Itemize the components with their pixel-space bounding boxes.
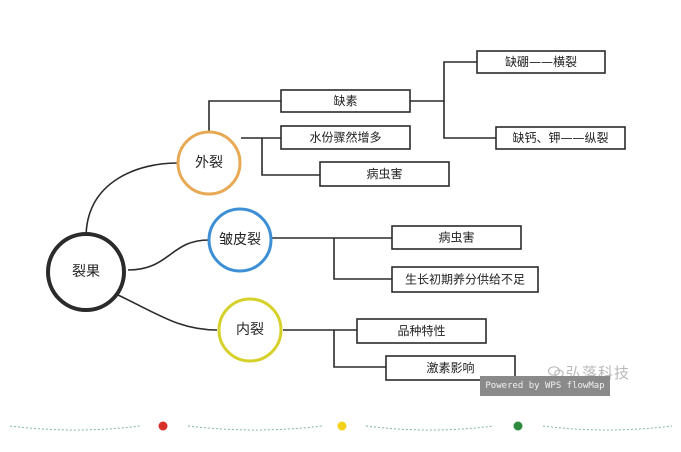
box-quepeng[interactable]: 缺硼——横裂 <box>476 50 606 74</box>
root-label: 裂果 <box>72 264 100 280</box>
box-label-jisu: 激素影响 <box>426 360 474 375</box>
root-node[interactable]: 裂果 <box>46 232 126 312</box>
box-jisu[interactable]: 激素影响 <box>385 355 516 381</box>
divider-dash-2 <box>187 425 323 431</box>
divider-dot-green <box>513 421 523 431</box>
box-label-bingchonghai-2: 病虫害 <box>438 230 474 245</box>
box-label-pinzhong: 品种特性 <box>397 323 445 338</box>
connector-waili-quesu <box>208 100 281 131</box>
connector-quesu-quegai <box>443 101 496 139</box>
box-shuifen[interactable]: 水份骤然增多 <box>280 125 411 150</box>
box-quegai[interactable]: 缺钙、钾——纵裂 <box>495 126 626 150</box>
divider-dash-1 <box>9 425 141 431</box>
powered-by-badge: Powered by WPS flowMap <box>480 376 610 396</box>
connector-root-waili <box>85 162 178 239</box>
connector-neilie-jisu <box>333 330 386 368</box>
box-quesu[interactable]: 缺素 <box>280 89 411 113</box>
box-label-quegai: 缺钙、钾——纵裂 <box>512 130 608 145</box>
connector-zhoupilie-yangfen <box>333 238 392 280</box>
box-label-yangfen: 生长初期养分供给不足 <box>405 272 525 287</box>
connector-root-zhoupilie <box>127 239 210 271</box>
branch-label-zhoupilie: 皱皮裂 <box>219 232 261 248</box>
connector-root-neilie <box>117 294 218 331</box>
box-label-quesu: 缺素 <box>333 93 357 108</box>
branch-label-waili: 外裂 <box>195 155 223 171</box>
connector-quesu-quepeng <box>443 61 477 101</box>
divider-dot-red <box>158 421 168 431</box>
branch-node-neilie[interactable]: 内裂 <box>217 297 283 363</box>
box-label-bingchonghai-1: 病虫害 <box>366 166 402 181</box>
box-yangfen[interactable]: 生长初期养分供给不足 <box>391 266 539 293</box>
box-pinzhong[interactable]: 品种特性 <box>356 318 487 344</box>
connector-waili-bingchonghai <box>261 138 320 176</box>
branch-node-waili[interactable]: 外裂 <box>176 130 242 196</box>
box-bingchonghai-2[interactable]: 病虫害 <box>391 225 522 250</box>
box-bingchonghai-1[interactable]: 病虫害 <box>319 161 450 187</box>
branch-label-neilie: 内裂 <box>236 322 264 338</box>
branch-node-zhoupilie[interactable]: 皱皮裂 <box>207 207 273 273</box>
box-label-quepeng: 缺硼——横裂 <box>505 54 577 69</box>
divider-dash-3 <box>365 425 495 431</box>
box-label-shuifen: 水份骤然增多 <box>309 130 381 145</box>
divider-dot-yellow <box>337 421 347 431</box>
divider-dash-4 <box>542 425 673 431</box>
bottom-divider <box>9 421 673 431</box>
